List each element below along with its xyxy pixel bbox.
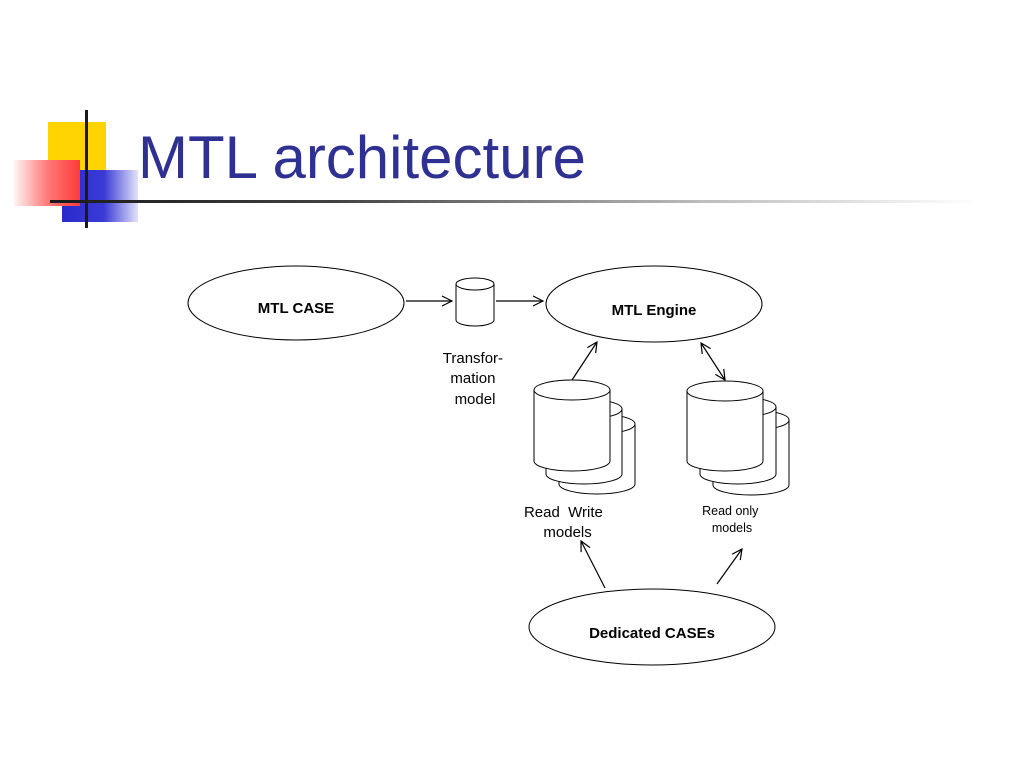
arrow-dedicated-to-readonly [716, 549, 742, 585]
dedicated-cases-label: Dedicated CASEs [589, 625, 715, 642]
deco-red-square [14, 160, 80, 206]
mtl-engine-node: MTL Engine [545, 265, 763, 343]
title-underline [50, 200, 980, 203]
dedicated-cases-node: Dedicated CASEs [528, 588, 776, 666]
transformation-model-cylinder-icon [455, 277, 495, 327]
mtl-case-node: MTL CASE [187, 265, 405, 341]
deco-vertical-line [85, 110, 88, 228]
read-write-models-cylinders-icon [533, 379, 636, 495]
transformation-model-label: Transfor- mation model [443, 350, 507, 408]
arrow-engine-readonly-bidirectional [701, 343, 725, 380]
mtl-engine-label: MTL Engine [612, 302, 697, 319]
page-title: MTL architecture [138, 124, 586, 191]
arrow-readwrite-to-engine [571, 342, 597, 381]
read-only-models-cylinders-icon [686, 380, 790, 496]
read-only-models-label: Read only models [702, 504, 762, 535]
read-write-models-label: Read Write models [0, 0, 632, 541]
mtl-case-label: MTL CASE [258, 300, 334, 317]
arrow-dedicated-to-readwrite [581, 541, 606, 589]
